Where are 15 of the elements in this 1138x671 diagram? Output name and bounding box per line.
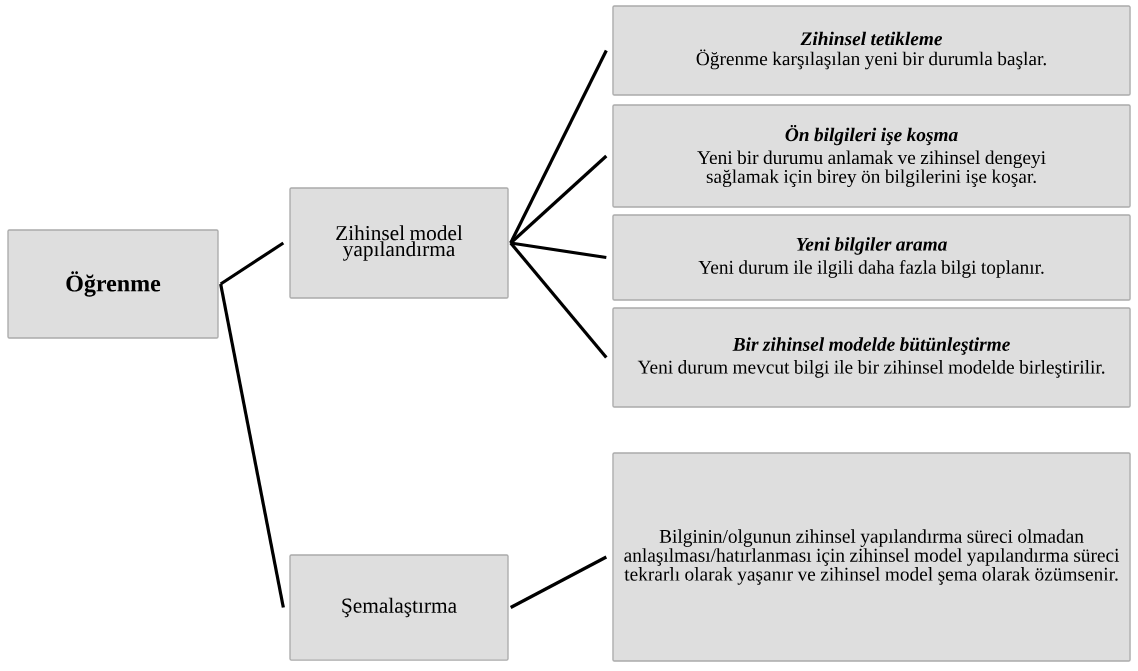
root-box: Öğrenme: [7, 229, 219, 339]
text-box: Ön bilgileri işe koşma Yeni bir durumu anlamak ve zihinsel dengeyi sağlamak için birey ön bilgilerini işe koşar.: [612, 104, 1131, 208]
connector-line: [219, 241, 285, 286]
connector-line: [219, 283, 285, 608]
connector-line: [509, 555, 608, 609]
connector-line: [509, 49, 608, 244]
text-box: Bir zihinsel modelde bütünleştirme Yeni durum mevcut bilgi ile bir zihinsel modelde birleştirilir.: [612, 307, 1131, 408]
text-box: Zihinsel tetikleme Öğrenme karşılaşılan yeni bir durumla başlar.: [612, 5, 1131, 96]
text-box: Bilginin/olgunun zihinsel yapılandırma süreci olmadan anlaşılması/hatırlanması için zihinsel model yapılandırma süreci tekrarlı olarak yaşanır ve zihinsel model şema olarak özümsenir.: [612, 452, 1131, 662]
branch-box: Şemalaştırma: [289, 554, 509, 661]
text-box: Yeni bilgiler arama Yeni durum ile ilgili daha fazla bilgi toplanır.: [612, 214, 1131, 301]
connector-line: [509, 154, 608, 245]
branch-box: Zihinsel model yapılandırma: [289, 187, 509, 299]
connector-line: [509, 241, 608, 359]
connector-line: [510, 241, 607, 260]
